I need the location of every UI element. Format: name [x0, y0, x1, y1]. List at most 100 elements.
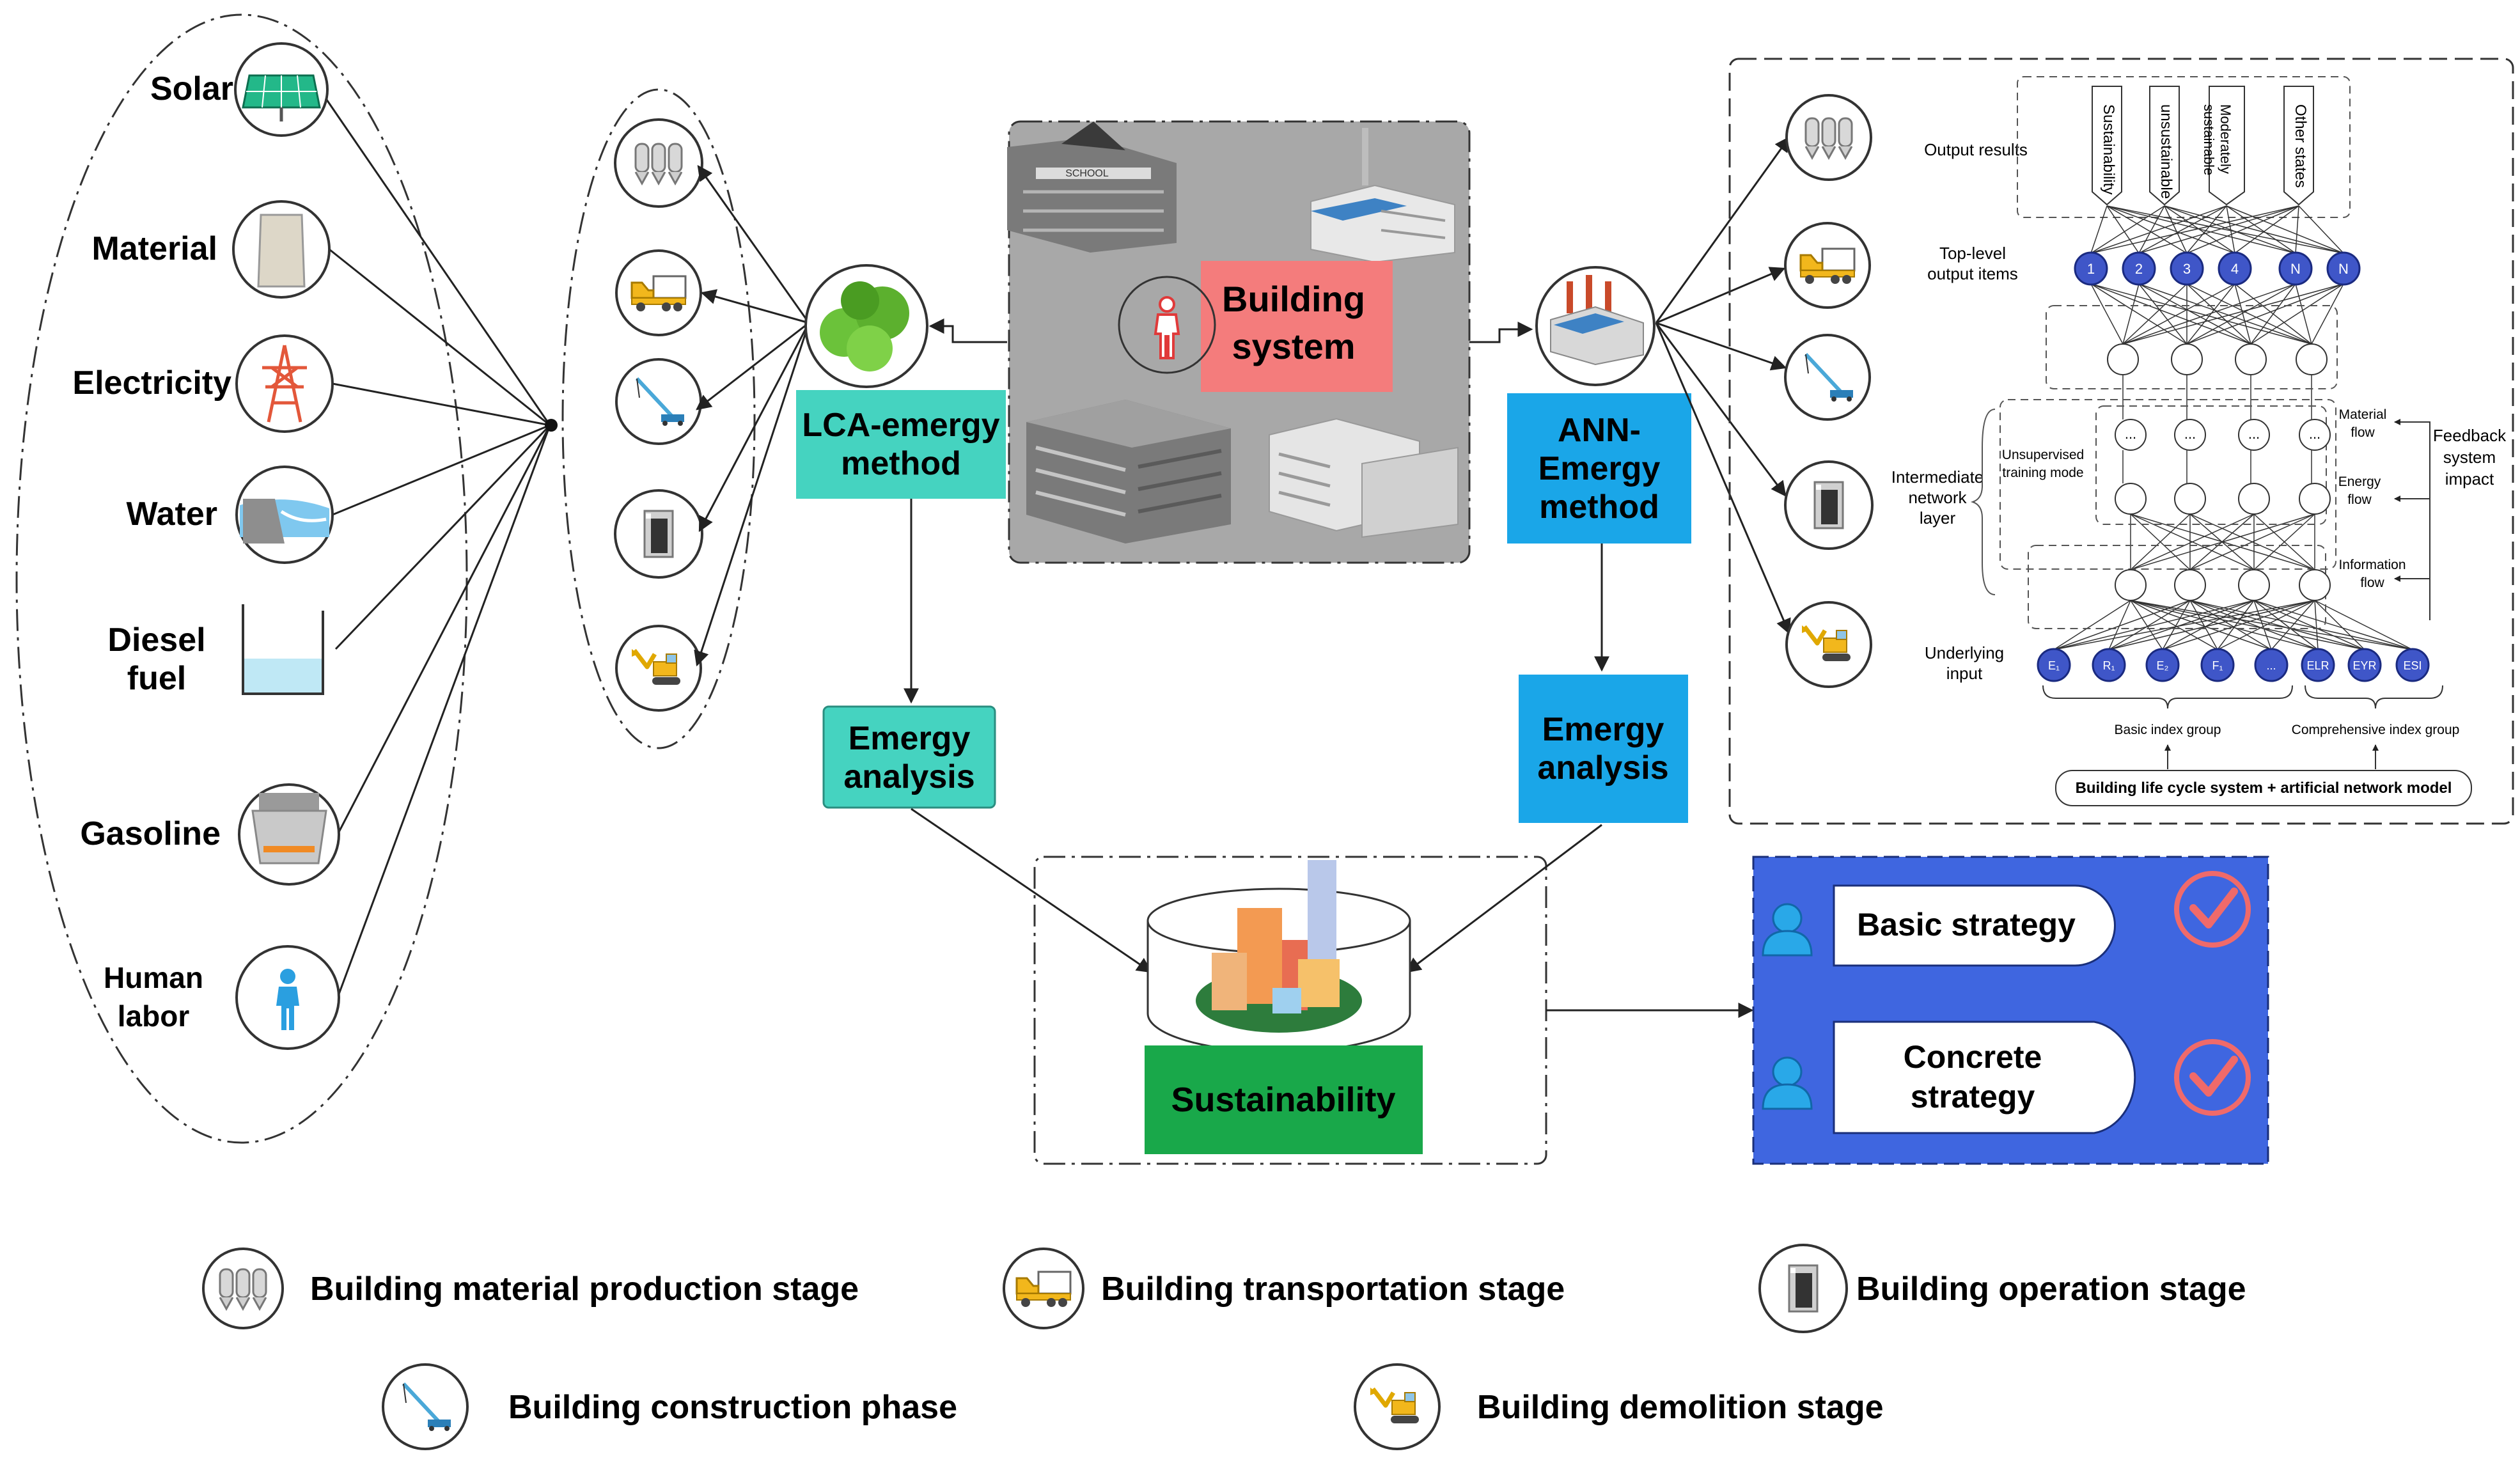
input-node-label: E₁ — [2048, 659, 2060, 672]
ann-connection-line — [2253, 600, 2365, 650]
bs-line-2: system — [1232, 326, 1355, 366]
hidden-node — [2115, 569, 2147, 601]
input-node: ELR — [2301, 648, 2335, 682]
diesel-line-2: fuel — [127, 660, 186, 697]
legend: Building material production stage Build… — [202, 1244, 2246, 1450]
top-node-label: N — [2290, 261, 2301, 277]
ann-connection-line — [2271, 600, 2315, 650]
hidden-layer-bottom-group — [2028, 545, 2326, 629]
ann-connection-line — [2122, 283, 2296, 345]
feedback-loop — [2394, 419, 2430, 620]
ann-connection-line — [2295, 283, 2312, 345]
input-node-label: ELR — [2306, 659, 2329, 672]
hidden-node — [2238, 419, 2270, 451]
tree-icon — [804, 264, 928, 388]
building-icon — [1758, 1244, 1848, 1333]
input-node-circle — [2200, 648, 2235, 682]
mod-line-2: sustainable — [2201, 104, 2217, 175]
lca-line-1: LCA-emergy — [802, 407, 999, 444]
silo-icon — [202, 1248, 284, 1329]
solar-panel-icon — [234, 42, 329, 137]
ann-connection-line — [2234, 283, 2251, 345]
ann-connection-line — [2186, 205, 2227, 254]
input-node-circle — [2037, 648, 2071, 682]
basic-strategy-label: Basic strategy — [1857, 907, 2076, 943]
ann-connection-line — [2130, 600, 2319, 650]
hidden-node — [2299, 483, 2331, 515]
ann-line-1: ANN- — [1558, 412, 1641, 449]
ann-connection-line — [2162, 600, 2315, 650]
fb-line-2: system — [2443, 448, 2496, 467]
ann-method-box — [1507, 393, 1691, 544]
ann-to-stage-arrows — [1655, 136, 1791, 635]
resource-label-gasoline: Gasoline — [80, 815, 221, 852]
resource-label-water: Water — [126, 496, 217, 533]
ann-line-2: Emergy — [1538, 450, 1661, 487]
diesel-line-1: Diesel — [107, 622, 205, 659]
output-label-moderately: Moderatelysustainable — [2201, 104, 2234, 175]
input-node-circle — [2145, 648, 2180, 682]
emergy-analysis-right-box — [1519, 675, 1688, 823]
ann-connection-line — [2090, 283, 2251, 345]
ann-connection-line — [2130, 600, 2218, 650]
us-line-1: Unsupervised — [2002, 448, 2084, 462]
legend-item-operation: Building operation stage — [1758, 1244, 2246, 1333]
stage-icons-right — [1784, 94, 1874, 688]
ann-connection-line — [2189, 600, 2365, 650]
ann-connection-line — [2253, 600, 2319, 650]
ann-connection-line — [2106, 205, 2140, 254]
person-icon — [235, 945, 340, 1050]
top-level-node: 2 — [2122, 251, 2156, 286]
top-node-circle — [2218, 251, 2252, 286]
emergy-analysis-left-box — [822, 705, 996, 809]
sustainability-box — [1145, 1045, 1423, 1154]
ann-connection-line — [2311, 283, 2344, 345]
ann-connection-line — [2217, 600, 2315, 650]
ann-connection-line — [2138, 283, 2187, 345]
hidden-layer-mid-group — [2000, 399, 2336, 570]
input-node-circle — [2347, 648, 2382, 682]
ann-connection-line — [2106, 205, 2187, 254]
sustainability-label: Sustainability — [1171, 1081, 1395, 1119]
input-node-label: ... — [2266, 659, 2276, 672]
ann-connection-line — [2138, 205, 2227, 254]
fb-line-1: Feedback — [2433, 426, 2507, 445]
hidden-node-dots: ... — [2248, 426, 2260, 442]
energy-flow-label: Energy flow — [2338, 474, 2381, 507]
if-line-1: Information — [2338, 558, 2406, 572]
hidden-node — [2296, 343, 2328, 375]
legend-item-construction: Building construction phase — [382, 1363, 957, 1450]
top-node-label: 4 — [2231, 261, 2239, 277]
input-node-label: E₂ — [2157, 659, 2169, 672]
input-node-label: F₁ — [2212, 659, 2223, 672]
input-node-circle — [2254, 648, 2289, 682]
input-node: E₂ — [2145, 648, 2180, 682]
top-level-node: N — [2278, 251, 2313, 286]
ef-line-1: Energy — [2338, 474, 2381, 489]
ann-connection-line — [2186, 283, 2251, 345]
hidden-node — [2115, 483, 2147, 515]
lca-to-stage-arrows — [694, 165, 810, 667]
school-sign: SCHOOL — [1065, 168, 1109, 179]
input-node-label: R₁ — [2102, 659, 2115, 672]
excavator-icon — [1785, 601, 1872, 688]
cs-line-2: strategy — [1911, 1079, 2035, 1115]
excavator-icon — [615, 625, 702, 712]
hidden-node-dots: ... — [2309, 426, 2320, 442]
ann-connection-line — [2130, 600, 2365, 650]
ann-connection-line — [2186, 283, 2344, 345]
ann-connection-line — [2189, 600, 2272, 650]
fb-line-3: impact — [2445, 469, 2494, 489]
resource-label-material: Material — [91, 230, 217, 267]
building-to-lca-arrow — [928, 318, 1007, 343]
hidden-node — [2238, 483, 2270, 515]
input-node: E₁ — [2037, 648, 2071, 682]
truck-icon — [1784, 222, 1871, 309]
ef-line-2: flow — [2347, 492, 2372, 507]
index-group-braces — [2042, 685, 2443, 769]
